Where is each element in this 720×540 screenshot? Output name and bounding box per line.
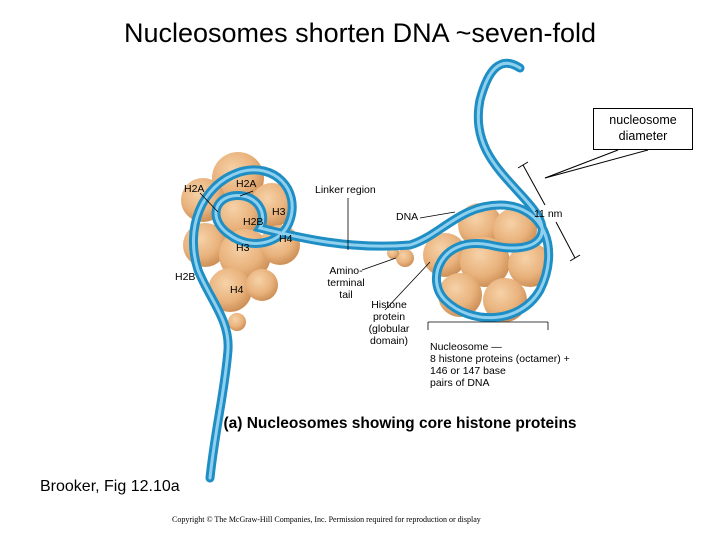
histone-line-2: protein	[372, 311, 406, 323]
h2a-blob	[212, 152, 264, 204]
h4-lower-blob	[208, 268, 252, 312]
octamer-blob	[493, 208, 537, 252]
copyright-notice: Copyright © The McGraw-Hill Companies, I…	[172, 515, 481, 524]
histone-line-3: (globular	[368, 323, 410, 335]
figure-source: Brooker, Fig 12.10a	[40, 478, 180, 495]
amino-line-2: terminal	[327, 277, 365, 289]
nucleosome-line-3: 146 or 147 base	[430, 365, 506, 377]
diameter-dimension-lines	[517, 149, 649, 262]
label-11-nm: 11 nm	[534, 208, 563, 220]
amino-line-3: tail	[339, 289, 353, 301]
label-h2b-lower: H2B	[175, 271, 196, 283]
label-nucleosome-description: Nucleosome — 8 histone proteins (octamer…	[430, 341, 570, 389]
histone-line-1: Histone	[371, 299, 407, 311]
label-h4-right: H4	[279, 233, 293, 245]
callout-line-1: nucleosome	[609, 113, 677, 127]
nucleosome-diameter-callout: nucleosome diameter	[593, 108, 693, 150]
amino-line-1: Amino-	[329, 265, 363, 277]
figure-caption: (a) Nucleosomes showing core histone pro…	[223, 415, 577, 432]
label-linker-region: Linker region	[315, 184, 376, 196]
label-amino-terminal-tail: Amino- terminal tail	[318, 265, 374, 301]
nucleosome-line-1: Nucleosome —	[430, 341, 502, 353]
amino-tail-blob	[396, 249, 414, 267]
leader-lines	[199, 190, 549, 330]
label-h3-upper: H3	[272, 206, 286, 218]
label-h2a-left: H2A	[184, 183, 205, 195]
label-h2a-right: H2A	[236, 178, 257, 190]
slide-title: Nucleosomes shorten DNA ~seven-fold	[124, 18, 596, 48]
nucleosome-line-4: pairs of DNA	[430, 377, 490, 389]
label-dna: DNA	[396, 211, 419, 223]
label-histone-protein: Histone protein (globular domain)	[362, 299, 416, 347]
tail-blob	[228, 313, 246, 331]
label-h2b-upper: H2B	[243, 216, 264, 228]
label-h4-lower: H4	[230, 284, 244, 296]
label-h3-lower: H3	[236, 242, 250, 254]
h4-small-blob	[246, 269, 278, 301]
callout-line-2: diameter	[618, 129, 668, 143]
histone-line-4: domain)	[370, 335, 408, 347]
dna-strand	[188, 58, 554, 483]
nucleosome-line-2: 8 histone proteins (octamer) +	[430, 353, 570, 365]
